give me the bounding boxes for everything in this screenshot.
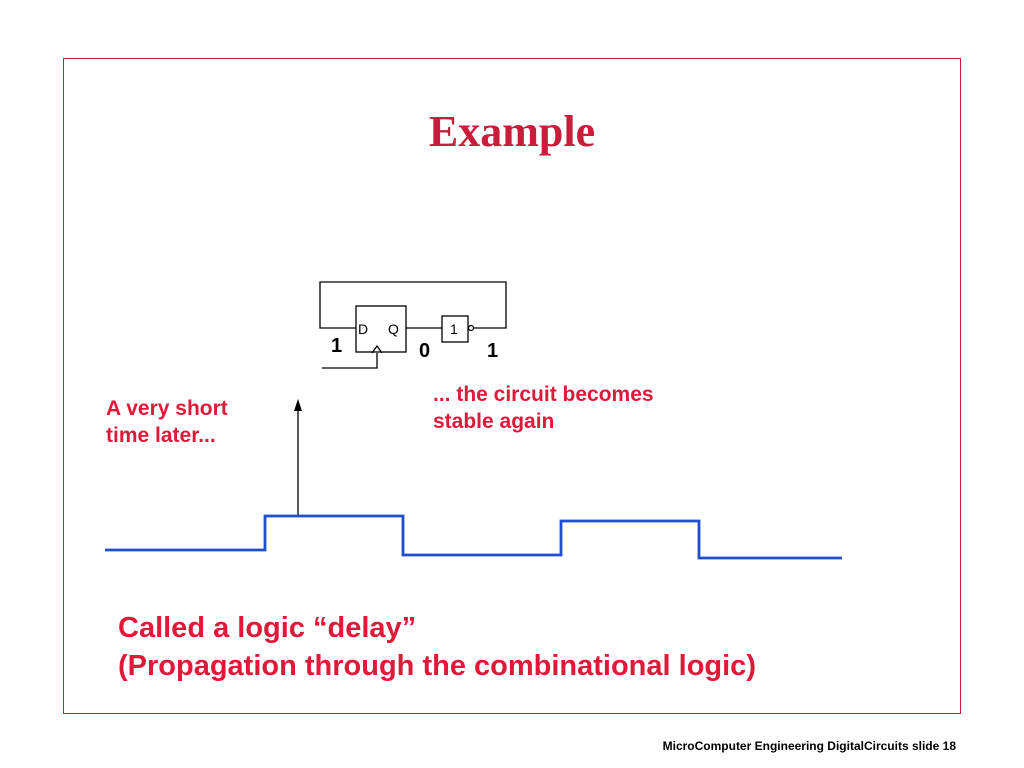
clock-waveform (105, 514, 842, 560)
caption: Called a logic “delay” (Propagation thro… (118, 609, 918, 685)
note-short-time-line-2: time later... (106, 424, 216, 447)
caption-line-2: (Propagation through the combinational l… (118, 650, 756, 682)
arrow-up-icon (294, 399, 302, 411)
q-value: 0 (419, 340, 430, 362)
d-value: 1 (331, 335, 342, 357)
ff-d-label: D (358, 321, 368, 337)
d-flip-flop (355, 305, 407, 353)
slide-frame (63, 58, 961, 714)
inverter-label: 1 (450, 321, 458, 337)
note-short-time: A very short time later... (106, 395, 286, 449)
note-stable-line-1: ... the circuit becomes (433, 383, 654, 406)
note-stable: ... the circuit becomes stable again (433, 381, 733, 435)
slide-footer: MicroComputer Engineering DigitalCircuit… (662, 739, 956, 753)
inverter-gate (441, 315, 469, 343)
clock-triangle-icon (371, 344, 383, 354)
out-value: 1 (487, 340, 498, 362)
note-short-time-line-1: A very short (106, 397, 228, 420)
ff-q-label: Q (388, 321, 399, 337)
clock-wire (322, 353, 378, 369)
note-stable-line-2: stable again (433, 410, 555, 433)
feedback-wire (319, 281, 507, 329)
inverter-bubble-icon (467, 324, 475, 332)
slide-title: Example (428, 107, 596, 156)
caption-line-1: Called a logic “delay” (118, 612, 417, 644)
